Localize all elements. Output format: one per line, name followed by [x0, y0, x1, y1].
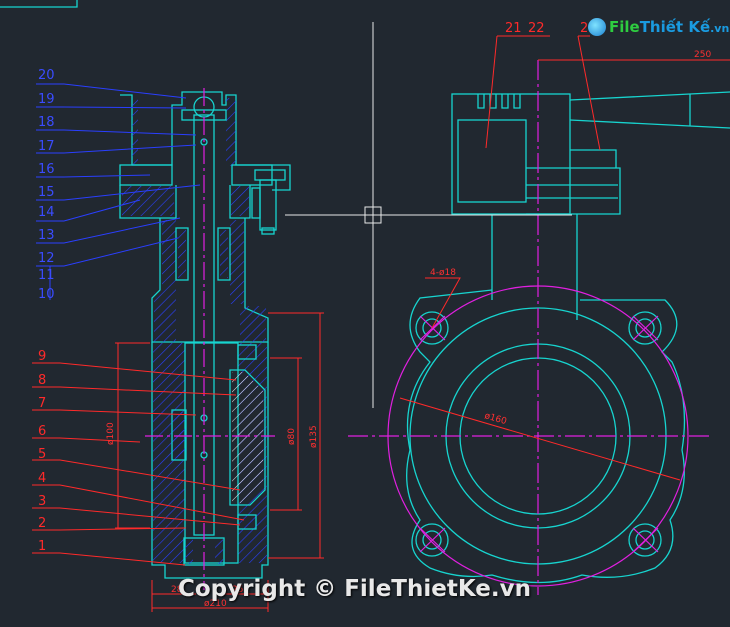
leaders-red	[32, 362, 245, 566]
dim-28: 28	[171, 585, 183, 595]
labels-blue: 20 19 18 17 16 15 14 13 12 11 10	[38, 68, 55, 302]
dim-25: 25	[232, 585, 243, 595]
label-12: 12	[38, 251, 55, 266]
labels-red: 9 8 7 6 5 4 3 2 1	[38, 349, 46, 554]
crosshair-cursor	[285, 22, 572, 408]
dim-holes: 4-ø18	[430, 268, 456, 278]
label-15: 15	[38, 185, 55, 200]
label-19: 19	[38, 92, 55, 107]
dim-d160: ø160	[483, 411, 508, 427]
label-6: 6	[38, 424, 46, 439]
label-13: 13	[38, 228, 55, 243]
label-2: 2	[38, 516, 46, 531]
label-4: 4	[38, 471, 46, 486]
dimensions-left	[115, 312, 324, 612]
label-1: 1	[38, 539, 46, 554]
label-7: 7	[38, 396, 46, 411]
label-3: 3	[38, 494, 46, 509]
label-22: 22	[528, 21, 545, 36]
dim-d80: ø80	[287, 428, 297, 445]
frame-corner	[0, 0, 78, 8]
logo-text: FileThiết Kế.vn	[609, 18, 730, 36]
label-2-top: 2	[580, 21, 588, 36]
label-14: 14	[38, 205, 55, 220]
label-9: 9	[38, 349, 46, 364]
site-logo: FileThiết Kế.vn	[588, 14, 729, 40]
label-8: 8	[38, 373, 46, 388]
label-16: 16	[38, 162, 55, 177]
section-view	[119, 88, 291, 590]
dim-d100: ø100	[106, 422, 116, 445]
label-21: 21	[505, 21, 522, 36]
dim-total: ø210	[204, 599, 227, 609]
logo-globe-icon	[588, 18, 606, 36]
leaders-blue	[36, 83, 201, 300]
dim-d135: ø135	[309, 425, 319, 448]
dim-250: 250	[694, 50, 711, 60]
copyright-watermark: Copyright © FileThietKe.vn	[178, 576, 531, 602]
label-5: 5	[38, 447, 46, 462]
label-20: 20	[38, 68, 55, 83]
label-10: 10	[38, 287, 55, 302]
label-18: 18	[38, 115, 55, 130]
label-17: 17	[38, 139, 55, 154]
front-view	[348, 35, 730, 595]
label-11: 11	[38, 268, 55, 283]
